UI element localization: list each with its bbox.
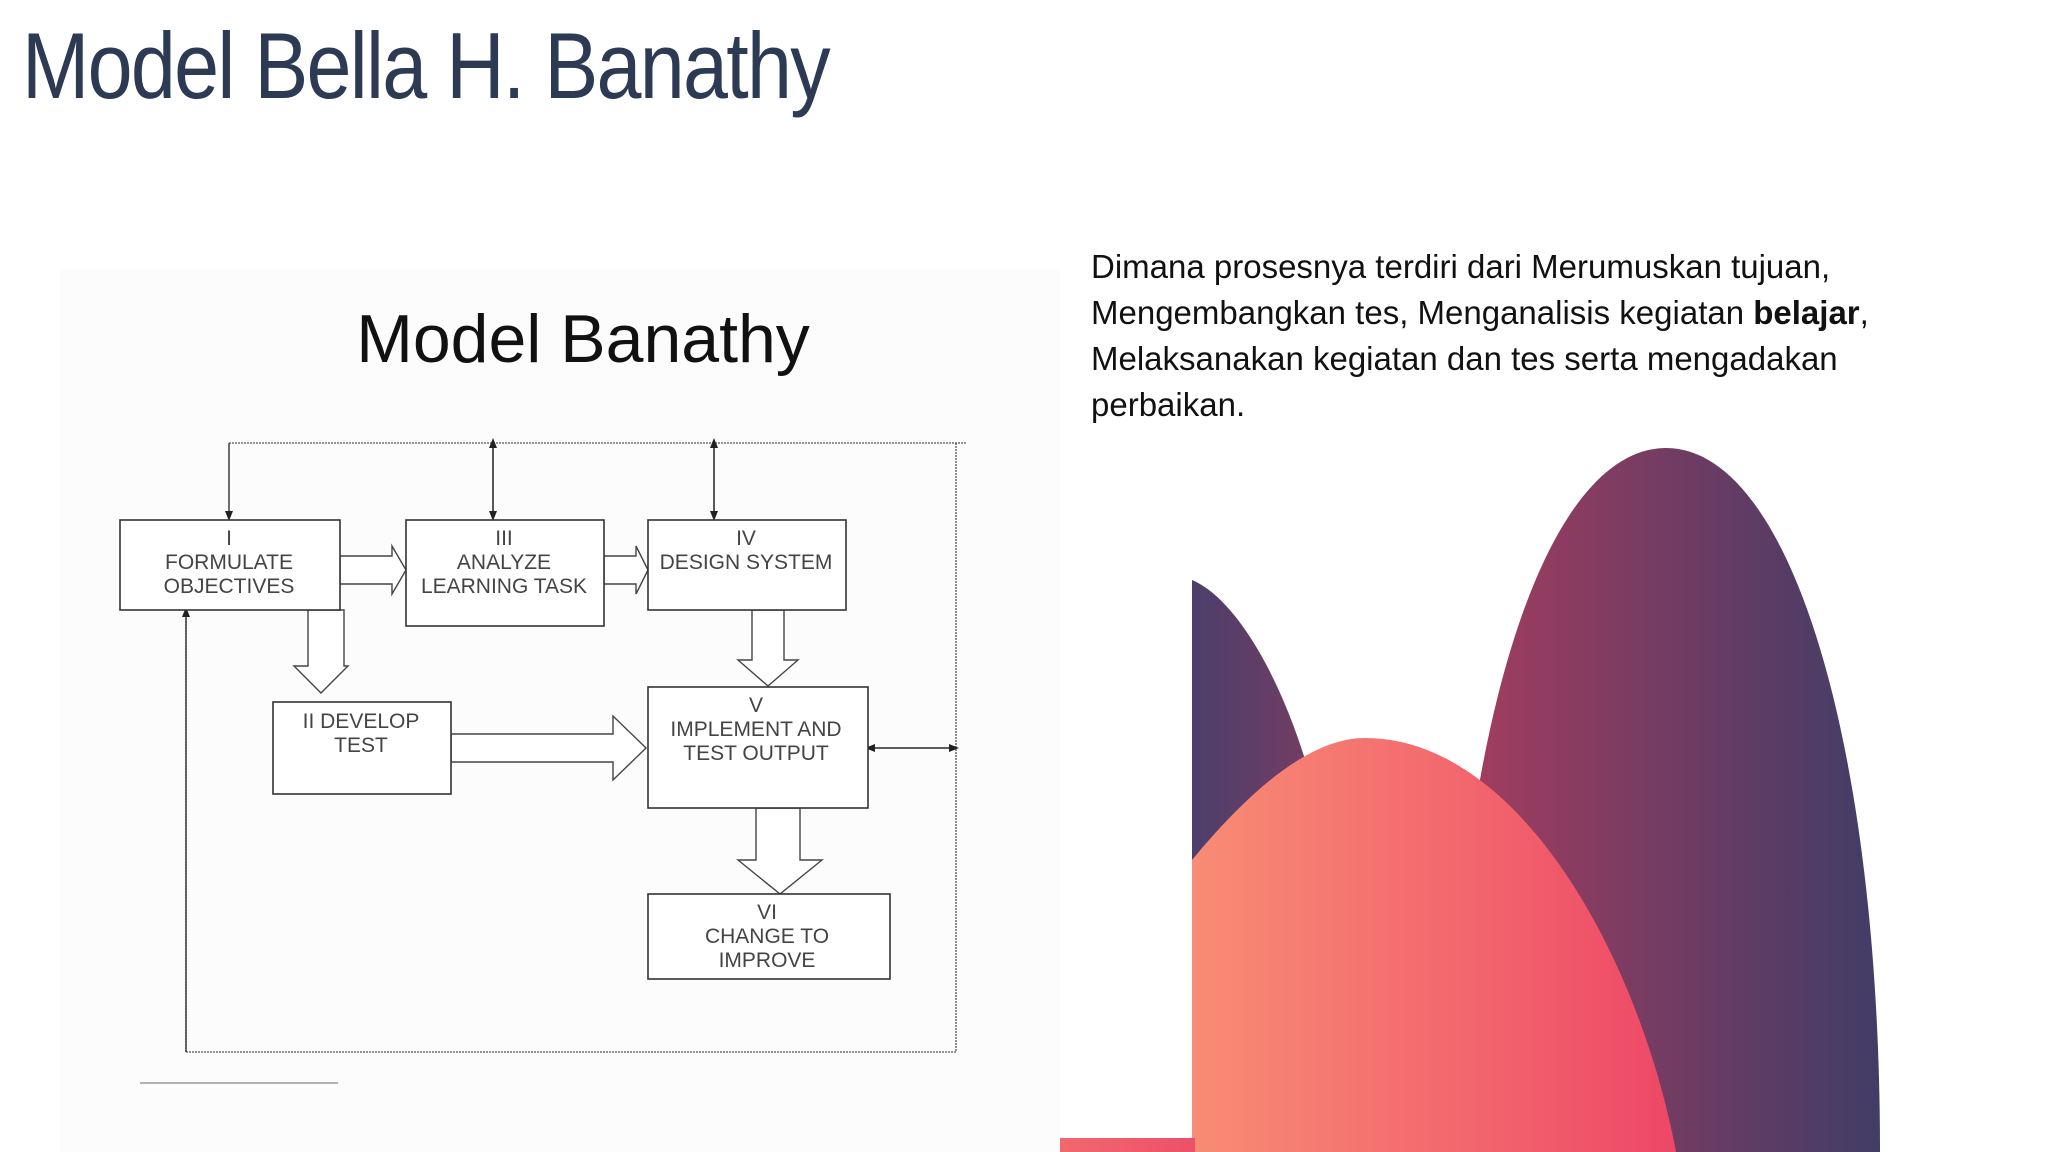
design-line1: IV xyxy=(736,527,756,550)
description-text-start: Dimana prosesnya terdiri dari Merumuskan… xyxy=(1091,248,1831,331)
box-analyze-learning-task xyxy=(405,519,605,627)
implement-line1: V xyxy=(749,694,763,717)
analyze-line2: ANALYZE xyxy=(457,551,551,574)
analyze-line1: III xyxy=(495,527,513,550)
arrow-formulate-to-analyze xyxy=(339,543,407,597)
description-bold-word: belajar xyxy=(1753,294,1860,331)
description-text-end: , Melaksanakan kegiatan dan tes serta me… xyxy=(1091,294,1869,423)
implement-line3: TEST OUTPUT xyxy=(683,742,829,765)
slide-title: Model Bella H. Banathy xyxy=(22,13,831,118)
box-implement-and-test-output xyxy=(647,686,869,809)
box-change-to-improve xyxy=(647,893,891,980)
slide-description: Dimana prosesnya terdiri dari Merumuskan… xyxy=(1091,244,1951,428)
arrow-implement-to-change xyxy=(736,807,824,895)
formulate-line3: OBJECTIVES xyxy=(164,575,295,598)
formulate-line2: FORMULATE xyxy=(165,551,293,574)
diagram-title: Model Banathy xyxy=(356,301,810,377)
change-line1: VI xyxy=(757,901,777,924)
arrow-develop-to-implement xyxy=(450,714,648,782)
box-formulate-objectives xyxy=(119,519,341,611)
develop-line2: TEST xyxy=(334,734,388,757)
formulate-line1: I xyxy=(226,527,232,550)
loop-arrows xyxy=(182,438,959,1052)
develop-line1: II DEVELOP xyxy=(303,710,420,733)
implement-line2: IMPLEMENT AND xyxy=(670,718,841,741)
diagram-panel xyxy=(60,270,1060,1152)
design-line2: DESIGN SYSTEM xyxy=(660,551,833,574)
change-line2: CHANGE TO xyxy=(705,925,829,948)
arrow-formulate-to-develop xyxy=(292,609,350,694)
box-design-system xyxy=(647,519,847,611)
analyze-line3: LEARNING TASK xyxy=(421,575,587,598)
arrow-design-to-implement xyxy=(736,609,800,687)
change-line3: IMPROVE xyxy=(719,949,816,972)
arrow-analyze-to-design xyxy=(603,545,649,595)
box-develop-test xyxy=(272,701,452,795)
hollow-arrows xyxy=(292,543,824,895)
